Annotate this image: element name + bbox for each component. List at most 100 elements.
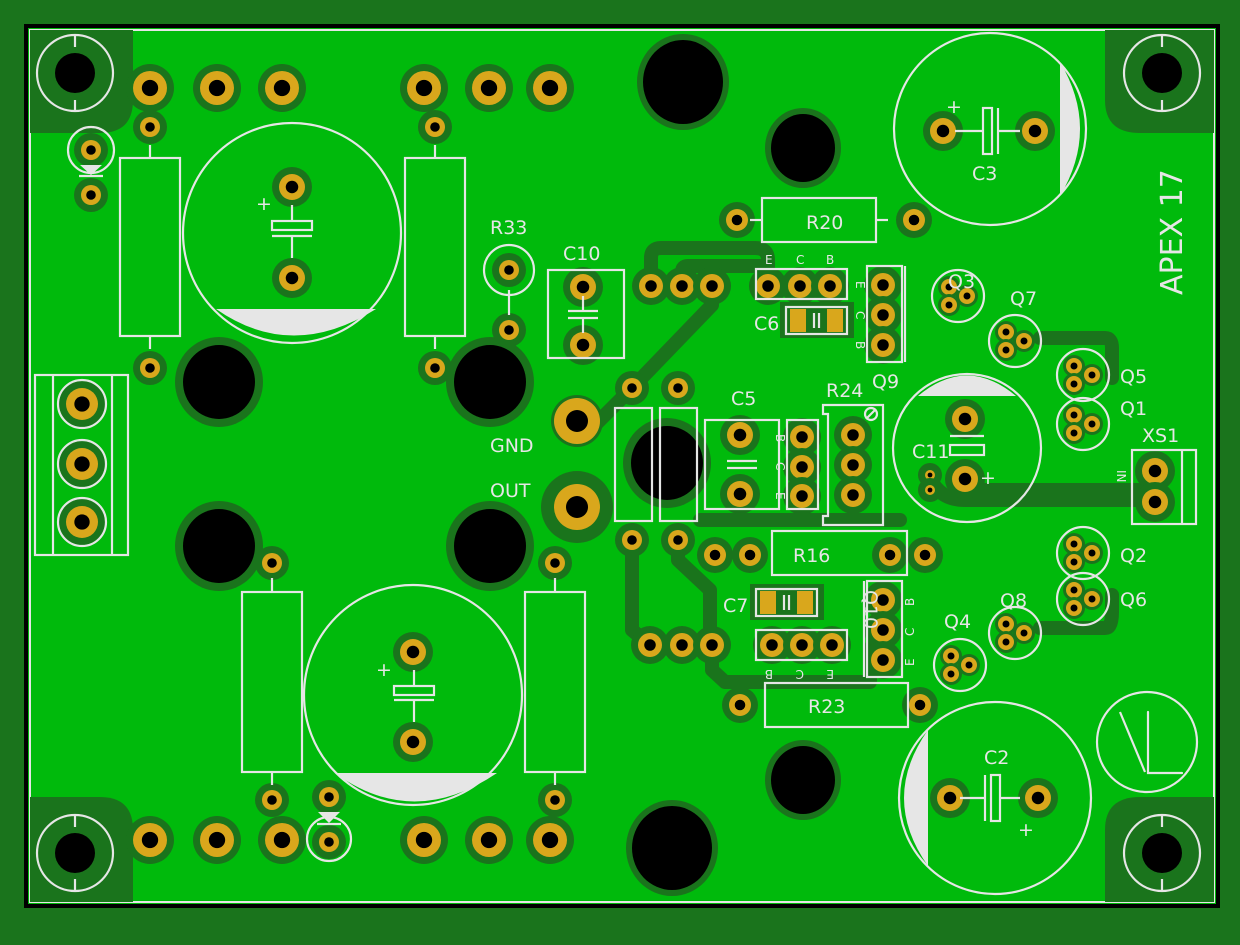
pin-label: B: [773, 434, 787, 442]
cap-pad: [923, 111, 963, 151]
capacitor-c3: + C3: [892, 31, 1088, 227]
resistor-pad: [74, 178, 108, 212]
resistor-pad: [697, 537, 733, 573]
cap-electrolytic-bottom-left: +: [302, 583, 524, 807]
transistor-pad: [663, 626, 701, 664]
board-title: APEX 17: [1155, 169, 1190, 295]
pin-label: C: [796, 667, 804, 681]
terminal-pad: [59, 441, 105, 487]
ref-q2: Q2: [1120, 545, 1147, 567]
transistor-q8: Q8: [987, 590, 1043, 661]
resistor-pad: [615, 523, 649, 557]
power-pad: [526, 816, 574, 864]
transistor-pad: [813, 626, 851, 664]
transistor-q5: Q5: [1055, 347, 1147, 403]
resistor-pad: [133, 351, 167, 385]
ref-q4: Q4: [944, 611, 971, 633]
via-pad: [918, 478, 942, 502]
power-pad: [193, 816, 241, 864]
mounting-hole-tr: [1122, 33, 1202, 113]
transistor-pad: [632, 267, 670, 305]
resistor-pad: [74, 133, 108, 167]
pin-label: C: [853, 311, 867, 319]
transistor-pad: [864, 266, 902, 304]
cap-pad: [720, 415, 760, 455]
transistor-pad: [864, 581, 902, 619]
heatsink-holes: [175, 34, 841, 896]
pin-label: C: [903, 628, 917, 636]
cap-pad: [945, 459, 985, 499]
power-pad: [400, 64, 448, 112]
ref-r16: R16: [793, 545, 830, 567]
resistor-r16: R16: [770, 529, 909, 577]
resistor-pad: [255, 546, 289, 580]
resistor-pad: [732, 537, 768, 573]
cap-pad: [945, 399, 985, 439]
pin-label: B: [765, 667, 773, 681]
transistor-q2: Q2: [1055, 525, 1147, 581]
power-pad: [126, 816, 174, 864]
cap-pad: [272, 167, 312, 207]
ref-r23: R23: [808, 696, 845, 718]
capacitor-c11: C11 +: [891, 372, 1043, 524]
transistor-pad: [749, 267, 787, 305]
capacitor-c6: C6: [754, 302, 854, 338]
transistor-q4: Q4: [932, 611, 988, 693]
capacitor-c10: C10: [546, 243, 626, 360]
power-pad: [258, 64, 306, 112]
pin-label: B: [826, 253, 834, 267]
label-in: IN: [1114, 470, 1128, 483]
transistor-pad: [864, 611, 902, 649]
resistor-body-out-1: [613, 406, 654, 523]
pin-label: C: [773, 462, 787, 470]
resistor-pad: [492, 253, 526, 287]
resistor-pad: [896, 202, 932, 238]
polarity-plus: +: [980, 467, 996, 489]
cap-pad: [930, 778, 970, 818]
cap-pad: [1015, 111, 1055, 151]
terminal-gnd[interactable]: [551, 395, 603, 447]
trimmer-r24: R24: [821, 380, 885, 527]
resistor-pad: [312, 825, 346, 859]
transistor-pad: [693, 626, 731, 664]
label-out: OUT: [490, 480, 531, 502]
ref-q7: Q7: [1010, 288, 1037, 310]
transistor-pad: [834, 446, 872, 484]
pin-label: B: [903, 598, 917, 606]
resistor-pad: [255, 783, 289, 817]
polarity-plus: +: [256, 193, 272, 215]
cap-pad: [272, 258, 312, 298]
power-pad: [126, 64, 174, 112]
terminal-out[interactable]: [541, 471, 613, 543]
resistor-body-out-2: [658, 406, 699, 523]
resistor-r23: R23: [763, 681, 910, 729]
pin-label: E: [853, 281, 867, 289]
resistor-pad: [418, 110, 452, 144]
vl-logo: [1095, 690, 1199, 794]
pin-label: E: [773, 492, 787, 500]
silk-border: [29, 29, 1215, 903]
transistor-outline-bottom-row: [754, 628, 849, 662]
ref-c7: C7: [723, 595, 748, 617]
connector-xs1[interactable]: XS1 IN: [1114, 425, 1198, 526]
pin-label: B: [853, 341, 867, 349]
transistor-pad: [693, 267, 731, 305]
resistor-pad: [661, 523, 695, 557]
transistor-pad: [781, 267, 819, 305]
transistor-pad: [834, 416, 872, 454]
polarity-plus: +: [1018, 819, 1034, 841]
ref-q8: Q8: [1000, 590, 1027, 612]
power-pad: [193, 64, 241, 112]
pin-label: E: [903, 658, 917, 666]
transistor-pad: [864, 326, 902, 364]
transistor-pad: [834, 476, 872, 514]
transistor-q9: Q9 E C B: [853, 264, 907, 393]
ref-r24: R24: [826, 380, 863, 402]
transistor-q6: Q6: [1055, 571, 1147, 627]
capacitor-c7: C7: [723, 584, 824, 620]
transistor-outline-mid: [785, 418, 820, 511]
transistor-q1: Q1: [1055, 396, 1147, 452]
resistor-pad: [492, 313, 526, 347]
cap-pad: [720, 474, 760, 514]
